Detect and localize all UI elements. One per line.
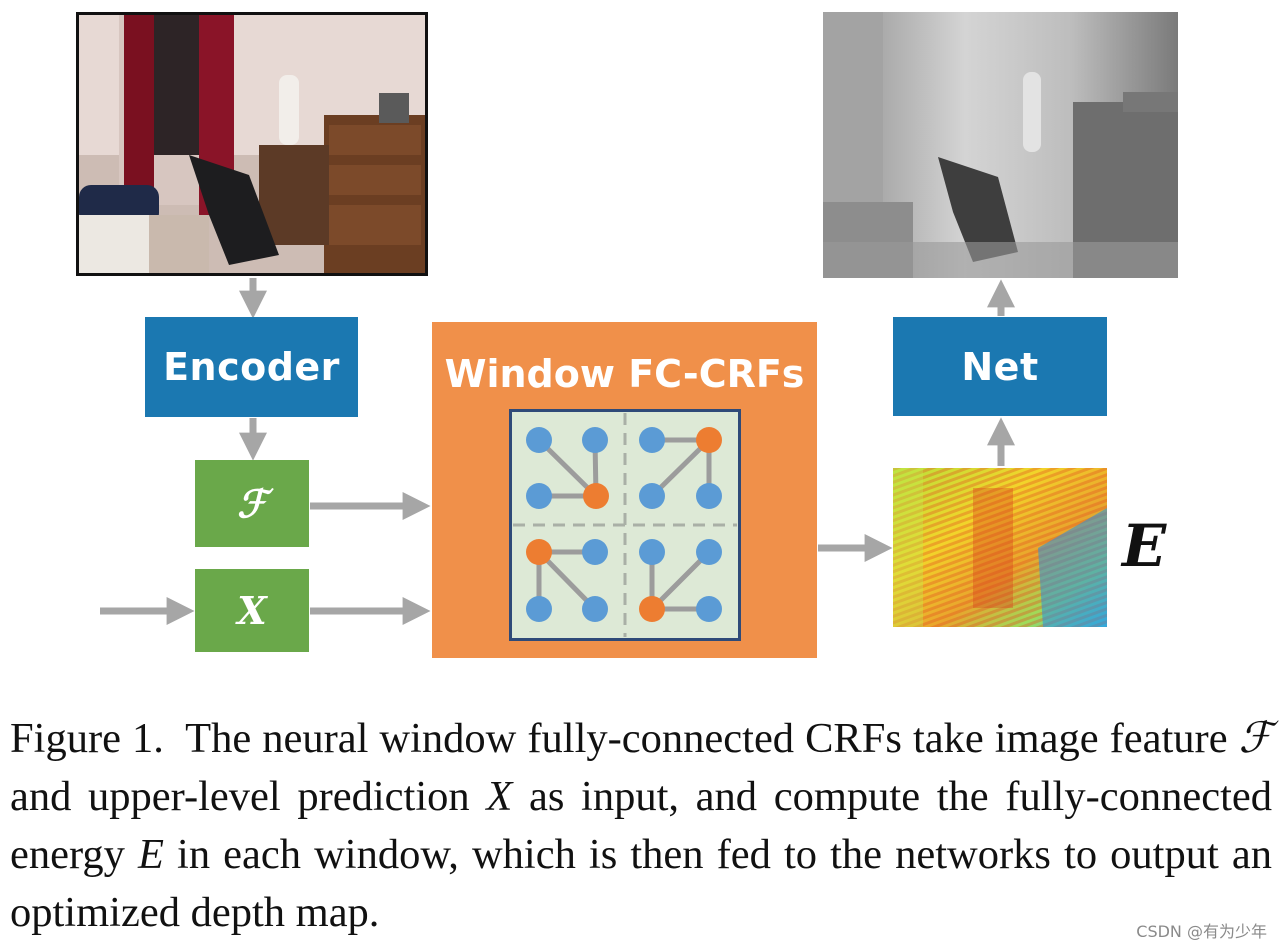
input-image (76, 12, 428, 276)
encoder-block: Encoder (145, 317, 358, 417)
graph-node-center (696, 427, 722, 453)
prediction-symbol: X (237, 588, 267, 633)
caption-text-3: as input, and compute the fully-connecte… (10, 773, 1272, 878)
graph-node (582, 596, 608, 622)
graph-node (526, 483, 552, 509)
graph-node-center (639, 596, 665, 622)
caption-symbol-x: X (486, 773, 513, 820)
caption-symbol-f: ℱ (1238, 715, 1272, 762)
crf-title: Window FC-CRFs (444, 352, 805, 396)
window-graph-grid (509, 409, 741, 641)
graph-node (639, 483, 665, 509)
caption-text-4: in each window, which is then fed to the… (10, 831, 1272, 936)
prediction-block: X (195, 569, 309, 652)
energy-heatmap-graphic (893, 468, 1107, 627)
window-fc-crfs-block: Window FC-CRFs (432, 322, 817, 658)
graph-node-center (526, 539, 552, 565)
net-label: Net (961, 344, 1039, 389)
graph-node-center (583, 483, 609, 509)
graph-node (639, 539, 665, 565)
caption-symbol-e: E (137, 831, 164, 878)
energy-symbol: E (1122, 512, 1167, 580)
caption-prefix: Figure 1. (10, 715, 164, 762)
depth-map-image (823, 12, 1178, 278)
energy-heatmap (893, 468, 1107, 627)
graph-node (526, 596, 552, 622)
input-image-graphic (79, 15, 425, 273)
net-block: Net (893, 317, 1107, 416)
watermark: CSDN @有为少年 (1136, 922, 1267, 941)
graph-node (696, 539, 722, 565)
graph-node (696, 483, 722, 509)
graph-node (582, 539, 608, 565)
feature-block: ℱ (195, 460, 309, 547)
connector-arrows (100, 278, 1015, 625)
encoder-label: Encoder (163, 345, 340, 389)
graph-node (582, 427, 608, 453)
graph-node (526, 427, 552, 453)
graph-node (639, 427, 665, 453)
caption-text-2: and upper-level prediction (10, 773, 487, 820)
figure-caption: Figure 1. The neural window fully-connec… (10, 710, 1272, 942)
caption-text-1: The neural window fully-connected CRFs t… (185, 715, 1239, 762)
feature-symbol: ℱ (237, 481, 267, 526)
graph-node (696, 596, 722, 622)
depth-map-graphic (823, 12, 1178, 278)
